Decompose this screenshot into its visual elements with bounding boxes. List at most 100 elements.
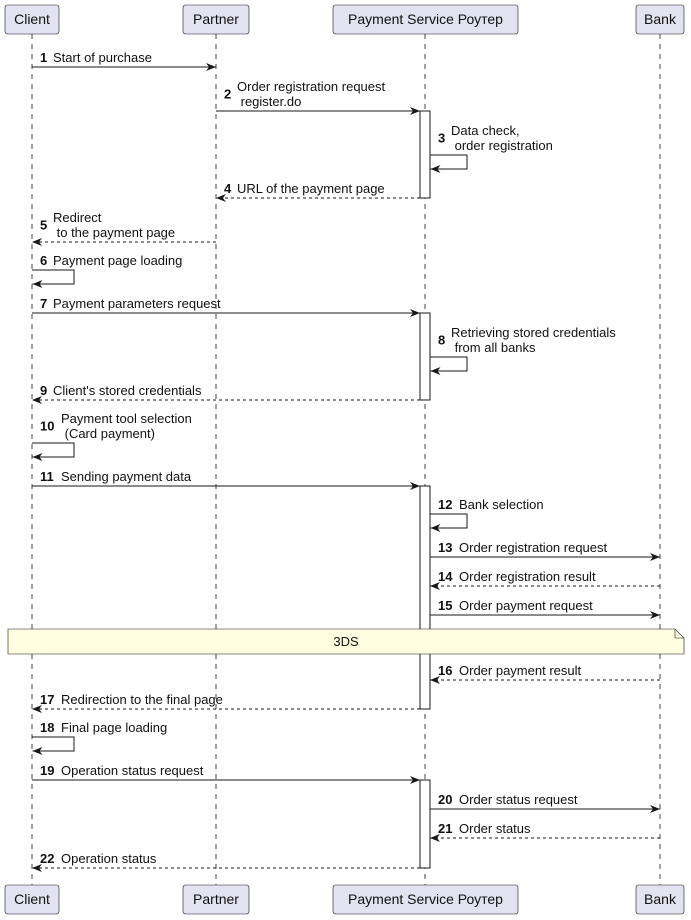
message-label: (Card payment) [61,426,155,441]
participant-box [332,4,519,35]
message-19: 19 Operation status request [32,763,420,784]
message-label: Payment tool selection [61,411,192,426]
message-number: 17 [40,692,54,707]
message-2: 2 Order registration request register.do [216,79,420,115]
activation-bar [419,485,431,710]
message-21: 21 Order status [430,821,660,842]
message-label: Order payment request [459,598,593,613]
message-number: 18 [40,720,54,735]
participant-client-top: Client [4,4,60,35]
participant-box [332,884,519,915]
message-20: 20 Order status request [430,792,660,813]
note-box [7,628,685,655]
message-label: Order registration request [459,540,608,555]
message-number: 12 [438,497,452,512]
message-label: Redirect [53,210,102,225]
participant-bank-top: Bank [635,4,685,35]
message-number: 21 [438,821,452,836]
participant-client-bottom: Client [4,884,60,915]
participant-label: Payment Service Роутер [348,891,503,907]
message-label: Operation status request [61,763,204,778]
message-label: Data check, [451,123,520,138]
message-label: order registration [451,138,553,153]
participant-box [182,884,250,915]
participant-partner-top: Partner [182,4,250,35]
note-fold [674,629,684,639]
message-number: 9 [40,383,47,398]
message-11: 11 Sending payment data [32,469,420,490]
message-9: 9 Client's stored credentials [32,383,420,404]
message-label: to the payment page [53,225,175,240]
message-label: Redirection to the final page [61,692,223,707]
message-label: Client's stored credentials [53,383,202,398]
message-number: 22 [40,851,54,866]
self-arrow [32,736,75,755]
participant-pspr-bottom: Payment Service Роутер [332,884,519,915]
self-arrow [430,513,468,532]
message-number: 11 [40,469,54,484]
activation-bar [419,110,431,199]
participant-box [4,4,60,35]
participant-box [4,884,60,915]
message-15: 15 Order payment request [430,598,660,619]
self-arrow [430,356,468,375]
participant-label: Partner [193,891,239,907]
message-label: register.do [237,94,301,109]
message-label: Order registration request [237,79,386,94]
participant-label: Bank [644,11,677,27]
message-label: Order payment result [459,663,581,678]
participant-box [182,4,250,35]
message-number: 4 [224,181,232,196]
self-arrow [32,269,75,288]
message-14: 14 Order registration result [430,569,660,590]
message-label: Payment page loading [53,253,182,268]
note-3ds: 3DS [7,628,685,655]
message-number: 3 [438,131,445,146]
message-3: 3 Data check, order registration [430,123,553,173]
message-number: 15 [438,598,452,613]
message-label: Retrieving stored credentials [451,325,616,340]
note-label: 3DS [333,634,359,649]
message-22: 22 Operation status [32,851,420,872]
participant-box [635,884,685,915]
message-number: 14 [438,569,453,584]
participant-label: Client [14,891,50,907]
message-number: 2 [224,87,231,102]
message-label: Bank selection [459,497,544,512]
message-label: Order registration result [459,569,596,584]
message-label: Start of purchase [53,50,152,65]
message-label: Order status request [459,792,578,807]
message-label: Order status [459,821,531,836]
message-label: URL of the payment page [237,181,385,196]
message-10: 10 Payment tool selection (Card payment) [32,411,192,461]
activation-bar [419,312,431,401]
message-number: 19 [40,763,54,778]
message-label: Final page loading [61,720,167,735]
participant-label: Partner [193,11,239,27]
message-5: 5 Redirect to the payment page [32,210,216,246]
self-arrow [430,154,468,173]
participant-label: Bank [644,891,677,907]
message-number: 8 [438,333,445,348]
message-number: 20 [438,792,452,807]
message-12: 12 Bank selection [430,497,544,532]
message-label: Operation status [61,851,157,866]
participant-pspr-top: Payment Service Роутер [332,4,519,35]
participant-bank-bottom: Bank [635,884,685,915]
message-number: 10 [40,419,54,434]
message-number: 16 [438,663,452,678]
participant-partner-bottom: Partner [182,884,250,915]
self-arrow [32,442,75,461]
message-17: 17 Redirection to the final page [32,692,420,713]
message-label: Sending payment data [61,469,192,484]
message-number: 7 [40,296,47,311]
message-4: 4 URL of the payment page [216,181,420,202]
activation-bar [419,779,431,869]
message-number: 5 [40,218,47,233]
